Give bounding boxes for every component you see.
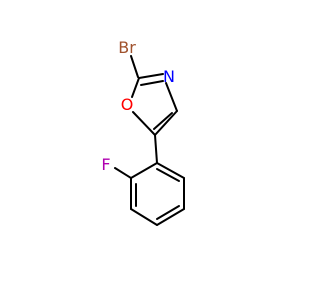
- bond-c6p-c1p: [156, 162, 185, 179]
- bond-c4-c5: [154, 110, 178, 136]
- bond-c2-n3: [138, 73, 164, 79]
- bond-c4-c5-inner: [153, 112, 173, 130]
- atom-label-o: O: [121, 95, 134, 114]
- bond-c5-o1: [132, 111, 156, 136]
- bond-c2-n3-inner: [140, 80, 164, 86]
- bond-c4p-c5p: [156, 208, 185, 226]
- structure-canvas: Br N O F: [101, 38, 185, 226]
- bond-c3p-c4p: [130, 208, 158, 226]
- bond-c6p-c1p-inner: [156, 168, 180, 182]
- atom-label-f: F: [101, 155, 110, 174]
- bond-lines: [114, 55, 185, 226]
- bond-c4p-c5p-inner: [156, 205, 180, 220]
- atom-label-n: N: [163, 67, 175, 86]
- bond-c2p-f: [114, 167, 132, 179]
- atom-label-br: Br: [118, 38, 136, 57]
- bond-c2-o1: [131, 77, 140, 98]
- molecule-drawing: Br N O F: [101, 38, 185, 226]
- bond-br-c2: [130, 55, 139, 78]
- bond-c5-phenyl: [154, 134, 158, 164]
- bond-c1p-c2p: [130, 162, 158, 179]
- bond-n3-c4: [165, 82, 178, 112]
